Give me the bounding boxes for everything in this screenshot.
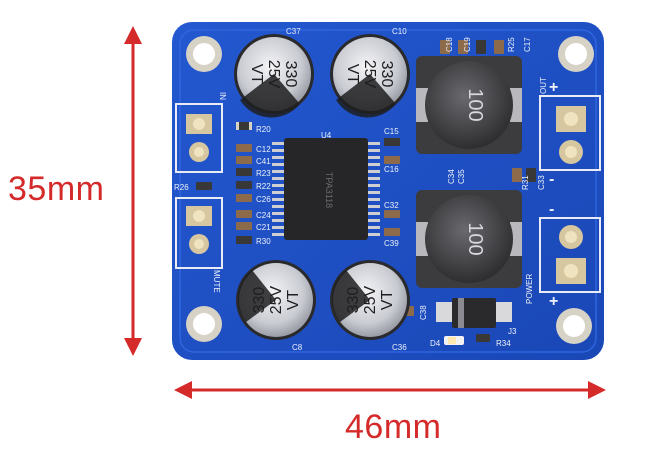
cap-value: 330: [282, 61, 299, 88]
ref-c39: C39: [384, 239, 399, 248]
ref-c26: C26: [256, 195, 271, 204]
chip-ref-label: U4: [321, 131, 332, 140]
inductor-marking: 100: [464, 222, 486, 255]
height-dimension-label: 35mm: [8, 170, 105, 208]
mounting-holes: [186, 36, 594, 344]
ref-r25: R25: [507, 37, 516, 52]
smd-components-left: [196, 122, 252, 244]
polarity-marks: + - - +: [549, 79, 558, 310]
cap-voltage: 25V: [362, 285, 379, 314]
ref-c21: C21: [256, 223, 271, 232]
ref-c34: C34: [447, 169, 456, 184]
ref-c17: C17: [523, 37, 532, 52]
power-plus: +: [549, 293, 558, 310]
cap-voltage: 25V: [265, 60, 282, 89]
in-label: IN: [218, 92, 227, 100]
cap-series: VT: [285, 290, 302, 311]
capacitor-c10: 330 25V VT: [330, 34, 410, 118]
inductor-marking: 100: [464, 88, 486, 121]
capacitor-c37: 330 25V VT: [234, 34, 314, 118]
input-connector: [175, 103, 223, 173]
power-label: POWER: [525, 274, 534, 304]
ref-c19: C19: [463, 37, 472, 52]
ref-c10: C10: [392, 27, 407, 36]
ref-c32: C32: [384, 201, 399, 210]
ref-j3: J3: [508, 327, 517, 336]
output-terminal: [539, 95, 601, 171]
cap-series: VT: [379, 290, 396, 311]
cap-voltage: 25V: [268, 285, 285, 314]
ref-c8: C8: [292, 343, 303, 352]
power-terminal: [539, 217, 601, 293]
width-dimension-label: 46mm: [345, 408, 442, 446]
out-minus: -: [549, 171, 554, 188]
cap-series: VT: [248, 64, 265, 85]
diode: [436, 298, 512, 328]
ref-r30: R30: [256, 237, 271, 246]
ref-r31: R31: [521, 175, 530, 190]
ref-r23: R23: [256, 169, 271, 178]
ref-r26: R26: [174, 183, 189, 192]
ref-d4: D4: [430, 339, 441, 348]
ref-c41: C41: [256, 157, 271, 166]
ref-c15: C15: [384, 127, 399, 136]
amplifier-chip: TPA3118: [272, 138, 380, 240]
mute-label: MUTE: [212, 270, 221, 293]
height-dimension-arrow: [124, 26, 142, 356]
cap-value: 330: [378, 61, 395, 88]
ref-c37: C37: [286, 27, 301, 36]
out-plus: +: [549, 79, 558, 96]
ref-r22: R22: [256, 182, 271, 191]
capacitor-c36: 330 25V VT: [330, 260, 410, 340]
inductor-top: 100: [416, 56, 522, 154]
width-dimension-arrow: [174, 381, 606, 399]
ref-r34: R34: [496, 339, 511, 348]
ref-c35: C35: [457, 169, 466, 184]
silkscreen: U4 C37 C10 C8 C36 R20 C12 C41 R23 R22 C2…: [174, 27, 548, 352]
cap-value: 330: [251, 287, 268, 314]
led: [444, 336, 464, 345]
cap-voltage: 25V: [361, 60, 378, 89]
out-label: OUT: [539, 77, 548, 94]
ref-c12: C12: [256, 145, 271, 154]
chip-marking: TPA3118: [324, 172, 334, 208]
cap-value: 330: [345, 287, 362, 314]
ref-c24: C24: [256, 211, 271, 220]
inductor-bottom: 100: [416, 190, 522, 288]
ref-c18: C18: [445, 37, 454, 52]
mute-connector: [175, 197, 223, 269]
power-minus: -: [549, 201, 554, 218]
capacitor-c8: 330 25V VT: [236, 260, 316, 340]
ref-c16: C16: [384, 165, 399, 174]
ref-r20: R20: [256, 125, 271, 134]
cap-series: VT: [344, 64, 361, 85]
ref-c33: C33: [537, 175, 546, 190]
ref-c38: C38: [419, 305, 428, 320]
ref-c36: C36: [392, 343, 407, 352]
